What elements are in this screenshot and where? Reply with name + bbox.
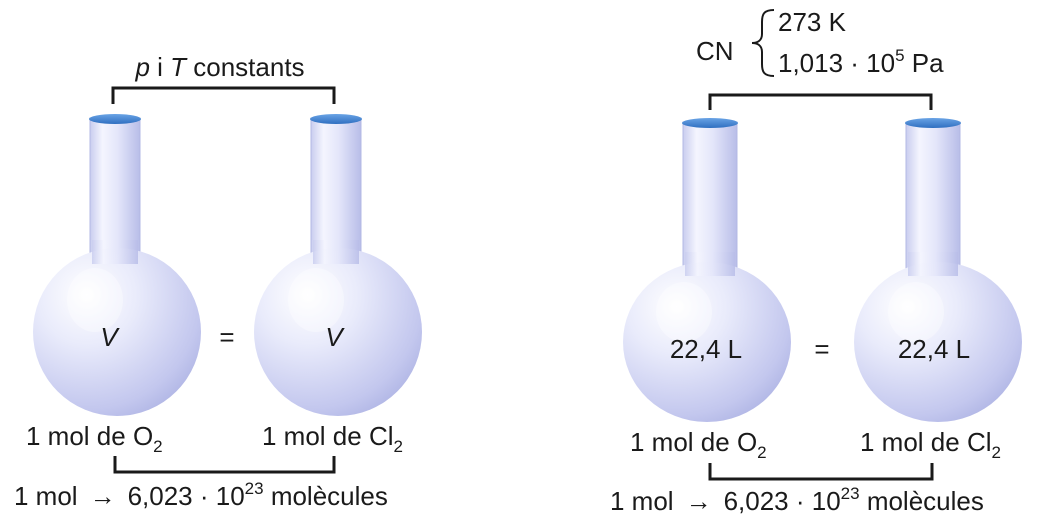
mol-amount: 1 mol	[14, 481, 78, 511]
bottom-bracket	[113, 456, 336, 474]
gas-left-label: 1 mol de O2	[26, 421, 163, 456]
gas-formula: 1 mol de Cl	[860, 427, 992, 457]
flask-left-volume: 22,4 L	[670, 334, 742, 364]
subscript: 2	[394, 437, 403, 456]
molecules-word: molècules	[860, 486, 984, 516]
molecules-equation: 1 mol → 6,023 · 1023 molècules	[14, 479, 388, 511]
conjunction: i	[150, 52, 170, 82]
flask-right	[854, 118, 1022, 422]
subscript: 2	[992, 443, 1001, 462]
exponent: 5	[895, 46, 904, 65]
equals-sign: =	[814, 334, 829, 364]
gas-formula: 1 mol de Cl	[262, 421, 394, 451]
constants-word: constants	[186, 52, 305, 82]
subscript: 2	[757, 443, 766, 462]
gas-formula: 1 mol de O	[630, 427, 757, 457]
avogadro-number: 6,023 · 10	[128, 481, 245, 511]
gas-left-label: 1 mol de O2	[630, 427, 767, 462]
flask-left	[33, 114, 201, 416]
gas-formula: 1 mol de O	[26, 421, 153, 451]
flask-rim	[89, 114, 141, 124]
gas-right-label: 1 mol de Cl2	[262, 421, 403, 456]
top-bracket	[708, 93, 933, 110]
temperature-value: 273 K	[778, 7, 847, 37]
right-panel: CN 273 K 1,013 · 105 Pa 22,4 L = 22,4 L …	[610, 7, 1022, 516]
curly-brace	[751, 9, 775, 77]
gas-right-label: 1 mol de Cl2	[860, 427, 1001, 462]
condition-label: p i T constants	[134, 52, 304, 82]
flask-bulb	[623, 262, 791, 422]
pressure-value: 1,013 · 105 Pa	[778, 46, 944, 78]
flask-rim	[905, 118, 961, 128]
exponent: 23	[841, 484, 860, 503]
flask-left	[623, 118, 791, 422]
bottom-bracket	[708, 463, 934, 481]
molecules-equation: 1 mol → 6,023 · 1023 molècules	[610, 484, 984, 516]
avogadro-number: 6,023 · 10	[724, 486, 841, 516]
flask-bulb	[254, 248, 422, 416]
subscript: 2	[153, 437, 162, 456]
flask-rim	[310, 114, 362, 124]
flask-bulb	[33, 248, 201, 416]
flask-right	[254, 114, 422, 416]
flask-left-volume: V	[100, 322, 120, 352]
pressure-symbol: p	[134, 52, 149, 82]
molecules-word: molècules	[264, 481, 388, 511]
cn-label: CN	[696, 36, 734, 66]
left-panel: p i T constants V = V 1 mol de O2 1 mol …	[14, 52, 422, 511]
flask-bulb	[854, 262, 1022, 422]
equals-sign: =	[219, 322, 234, 352]
flask-right-volume: 22,4 L	[898, 334, 970, 364]
top-bracket	[111, 86, 336, 104]
pressure-number: 1,013 · 10	[778, 48, 895, 78]
arrow-icon: →	[90, 481, 116, 511]
pressure-unit: Pa	[905, 48, 945, 78]
exponent: 23	[245, 479, 264, 498]
flask-right-volume: V	[325, 322, 345, 352]
temperature-symbol: T	[170, 52, 188, 82]
flask-rim	[682, 118, 738, 128]
mol-amount: 1 mol	[610, 486, 674, 516]
arrow-icon: →	[686, 486, 712, 516]
